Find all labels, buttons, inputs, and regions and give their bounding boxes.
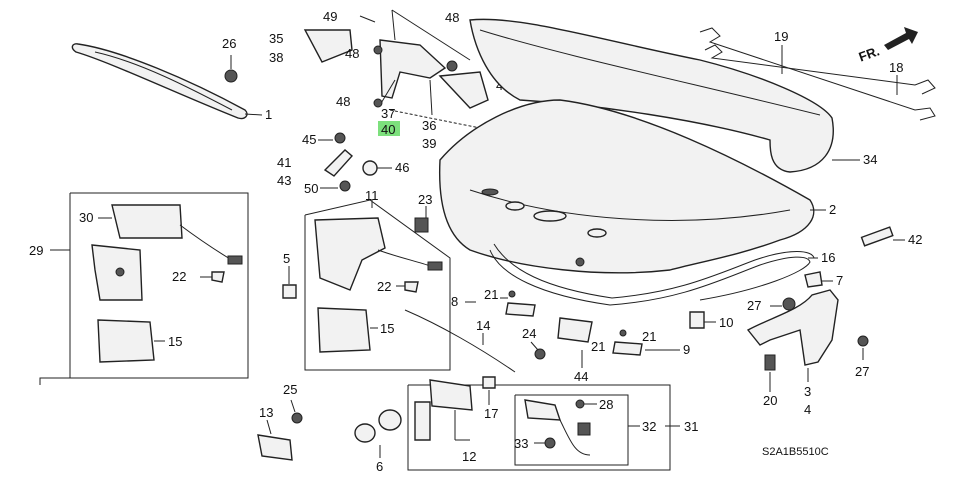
callout-27-b: 27 <box>855 364 869 379</box>
part-22-mid[interactable] <box>396 281 419 293</box>
callout-14: 14 <box>476 318 490 333</box>
callout-48-a: 48 <box>345 46 359 61</box>
part-2-trunk-lid[interactable] <box>438 99 826 274</box>
callout-15-a: 15 <box>168 334 182 349</box>
callout-36: 36 <box>422 118 436 133</box>
part-12-cylinder[interactable] <box>414 379 473 441</box>
callout-21-c: 21 <box>591 339 605 354</box>
callout-21-b: 21 <box>642 329 656 344</box>
part-17-clip[interactable] <box>482 376 496 405</box>
callout-16: 16 <box>821 250 835 265</box>
front-direction-arrow <box>884 27 918 50</box>
callout-49: 49 <box>323 9 337 24</box>
callout-25: 25 <box>283 382 297 397</box>
callout-48-b: 48 <box>445 10 459 25</box>
callout-32: 32 <box>642 419 656 434</box>
part-14-rod[interactable] <box>404 309 516 373</box>
direction-label: FR. <box>857 43 882 64</box>
callout-17: 17 <box>484 406 498 421</box>
parts-41-45-50-46[interactable] <box>318 132 392 192</box>
callout-42: 42 <box>908 232 922 247</box>
callout-31: 31 <box>684 419 698 434</box>
part-11-latch[interactable] <box>314 217 443 291</box>
callout-11: 11 <box>365 188 379 203</box>
part-7-clip[interactable] <box>804 271 833 288</box>
part-42-seal[interactable] <box>860 226 905 247</box>
parts-8-21-switch[interactable] <box>465 290 536 317</box>
callout-40: 40 <box>381 122 395 137</box>
diagram-code: S2A1B5510C <box>762 446 829 458</box>
callout-24: 24 <box>522 326 536 341</box>
callout-44: 44 <box>574 369 588 384</box>
callout-38: 38 <box>269 50 283 65</box>
callout-50: 50 <box>304 181 318 196</box>
callout-15-b: 15 <box>380 321 394 336</box>
callout-8: 8 <box>451 294 458 309</box>
part-16-weatherstrip[interactable] <box>489 243 818 306</box>
callout-18: 18 <box>889 60 903 75</box>
box-29-latch-assembly <box>39 192 249 385</box>
callout-41: 41 <box>277 155 291 170</box>
callout-45: 45 <box>302 132 316 147</box>
callout-19: 19 <box>774 29 788 44</box>
callout-35: 35 <box>269 31 283 46</box>
parts-44-handle[interactable] <box>530 317 593 368</box>
hinge-assembly[interactable] <box>303 9 491 131</box>
callout-7: 7 <box>836 273 843 288</box>
part-30-actuator[interactable] <box>98 204 243 265</box>
callout-12: 12 <box>462 449 476 464</box>
part-latch-left[interactable] <box>91 244 143 301</box>
callout-30: 30 <box>79 210 93 225</box>
box-11-latch <box>304 199 451 371</box>
callout-5: 5 <box>283 251 290 266</box>
callout-10: 10 <box>719 315 733 330</box>
callout-21-a: 21 <box>484 287 498 302</box>
part-26-nut[interactable] <box>224 55 238 83</box>
callout-3: 3 <box>804 384 811 399</box>
parts-13-25[interactable] <box>257 399 303 461</box>
callout-34: 34 <box>863 152 877 167</box>
part-1-garnish[interactable] <box>71 43 263 120</box>
box-12-lock-cylinder <box>407 384 671 471</box>
callout-37: 37 <box>381 106 395 121</box>
callout-48-c: 48 <box>336 94 350 109</box>
callout-13: 13 <box>259 405 273 420</box>
callout-20: 20 <box>763 393 777 408</box>
callout-9: 9 <box>683 342 690 357</box>
callout-22-b: 22 <box>377 279 391 294</box>
part-15-left[interactable] <box>97 319 165 363</box>
part-32-harness[interactable] <box>524 399 597 456</box>
callout-27-a: 27 <box>747 298 761 313</box>
parts-9-21-switch[interactable] <box>612 329 680 356</box>
callout-39: 39 <box>422 136 436 151</box>
callout-26: 26 <box>222 36 236 51</box>
box-32-switch <box>514 394 680 466</box>
parts-18-19-torsion-bars[interactable] <box>699 27 936 121</box>
part-6-bezel[interactable] <box>354 409 402 458</box>
callout-1: 1 <box>265 107 272 122</box>
parts-3-4-hinge[interactable] <box>689 289 869 392</box>
callout-4: 4 <box>804 402 811 417</box>
part-34-spoiler[interactable] <box>469 18 860 173</box>
part-23-bolt[interactable] <box>414 206 429 233</box>
part-22-left[interactable] <box>200 271 225 283</box>
callout-29: 29 <box>29 243 43 258</box>
part-5-clip[interactable] <box>282 266 297 299</box>
callout-6: 6 <box>376 459 383 474</box>
callout-43: 43 <box>277 173 291 188</box>
part-15-mid[interactable] <box>317 307 378 353</box>
highlight-40 <box>378 121 400 136</box>
callout-22-a: 22 <box>172 269 186 284</box>
callout-28: 28 <box>599 397 613 412</box>
callout-2: 2 <box>829 202 836 217</box>
callout-33: 33 <box>514 436 528 451</box>
callout-23: 23 <box>418 192 432 207</box>
callout-46: 46 <box>395 160 409 175</box>
